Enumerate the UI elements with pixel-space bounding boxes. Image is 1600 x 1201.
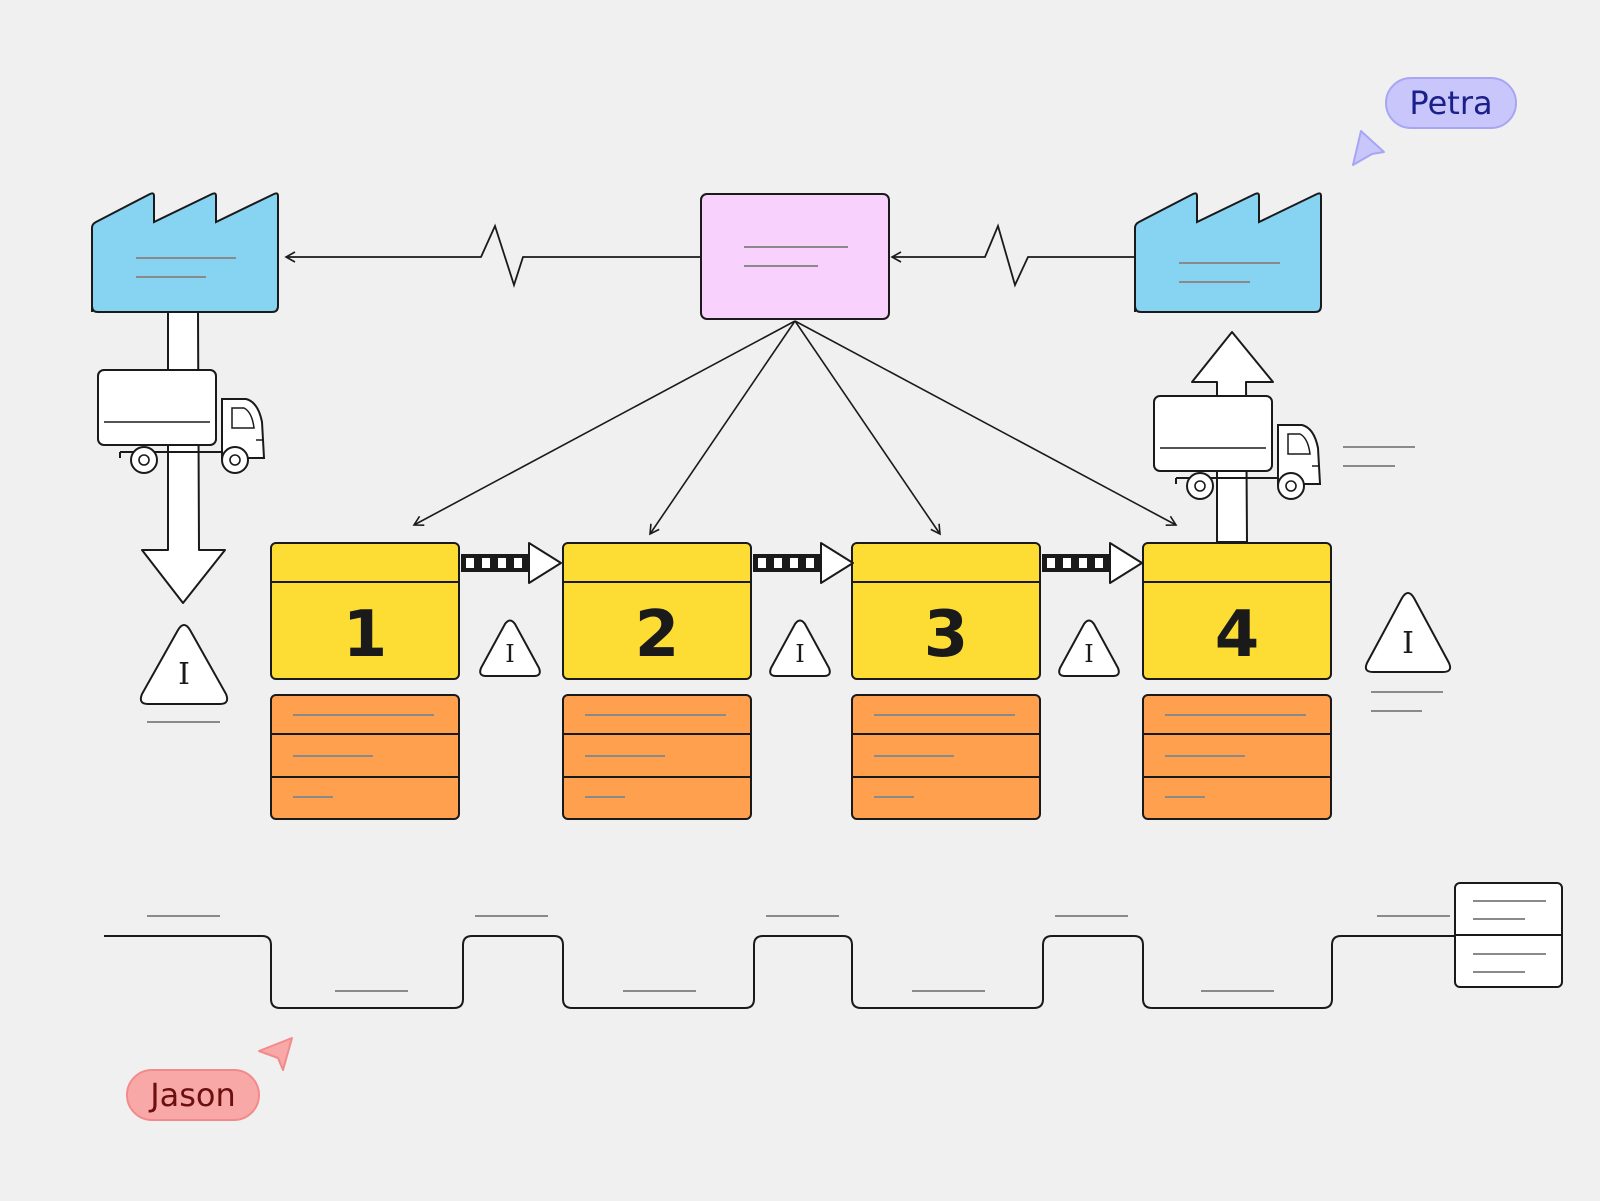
collaborator-name: Petra: [1409, 84, 1493, 122]
inventory-label: I: [1402, 626, 1414, 661]
process-box-4[interactable]: 4: [1142, 542, 1332, 680]
push-arrow-icon: [753, 542, 854, 584]
inventory-triangle-icon[interactable]: I: [769, 619, 831, 677]
inventory-triangle-icon[interactable]: I: [1058, 619, 1120, 677]
electronic-flow-icon: [284, 223, 701, 288]
collaborator-name: Jason: [150, 1076, 236, 1114]
push-arrow-icon: [1042, 542, 1143, 584]
supplier-factory-icon[interactable]: [91, 192, 279, 313]
push-arrow-icon: [461, 542, 562, 584]
inventory-label: I: [178, 657, 190, 692]
data-box-4[interactable]: [1142, 694, 1332, 820]
data-box-2[interactable]: [562, 694, 752, 820]
schedule-arrows: [412, 320, 1178, 536]
collaborator-tag-petra: Petra: [1385, 77, 1517, 129]
process-step-number: 2: [635, 598, 680, 672]
truck-icon[interactable]: [1153, 395, 1322, 500]
process-box-3[interactable]: 3: [851, 542, 1041, 680]
truck-icon[interactable]: [97, 369, 266, 474]
inventory-label: I: [1084, 640, 1093, 668]
data-box-3[interactable]: [851, 694, 1041, 820]
process-step-number: 4: [1215, 598, 1260, 672]
collaborator-tag-jason: Jason: [126, 1069, 260, 1121]
inventory-triangle-icon[interactable]: I: [139, 624, 229, 705]
process-step-number: 1: [343, 598, 388, 672]
process-step-number: 3: [924, 598, 969, 672]
truck-note-placeholder: [1343, 446, 1415, 467]
customer-factory-icon[interactable]: [1134, 192, 1322, 313]
shipment-arrow-icon: [141, 311, 226, 604]
inventory-triangle-icon[interactable]: I: [1364, 592, 1452, 673]
data-box-1[interactable]: [270, 694, 460, 820]
inventory-label: I: [795, 640, 804, 668]
timeline-line: [104, 935, 1455, 1009]
production-control-box[interactable]: [700, 193, 890, 320]
inventory-triangle-icon[interactable]: I: [479, 619, 541, 677]
process-box-1[interactable]: 1: [270, 542, 460, 680]
petra-cursor-icon: [1352, 130, 1385, 166]
inventory-label: I: [505, 640, 514, 668]
jason-cursor-icon: [258, 1037, 293, 1071]
timeline-summary-box[interactable]: [1454, 882, 1563, 988]
process-box-2[interactable]: 2: [562, 542, 752, 680]
electronic-flow-icon: [890, 223, 1135, 288]
inventory-note-placeholder: [1371, 691, 1443, 712]
timeline-value-placeholders: [147, 915, 1450, 992]
